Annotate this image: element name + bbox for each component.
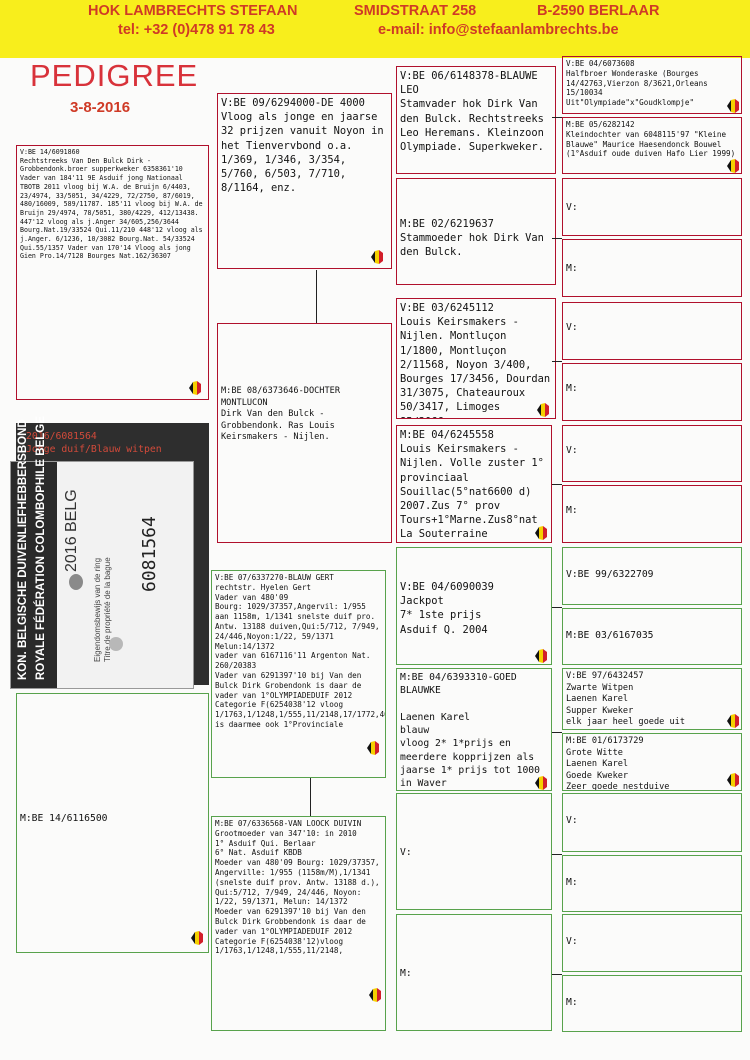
belgium-flag-icon bbox=[537, 403, 549, 417]
g4-fmf-mother: M: bbox=[562, 363, 742, 421]
breeder-name: HOK LAMBRECHTS STEFAAN bbox=[88, 3, 298, 19]
belgium-flag-icon bbox=[727, 773, 739, 787]
belgium-flag-icon bbox=[727, 714, 739, 728]
card-stripe bbox=[11, 462, 57, 688]
header-banner: HOK LAMBRECHTS STEFAAN SMIDSTRAAT 258 B-… bbox=[0, 0, 750, 58]
card-federation-nl: KON. BELGISCHE DUIVENLIEFHEBBERSBOND bbox=[17, 419, 29, 680]
mmf-box: V: bbox=[396, 793, 552, 910]
bracket-tick bbox=[552, 732, 562, 733]
subject-description: Jonge duif/Blauw witpen bbox=[26, 444, 162, 455]
g4-fff-father: V:BE 04/6073608 Halfbroer Wonderaske (Bo… bbox=[562, 56, 742, 114]
bracket-tick bbox=[552, 854, 562, 855]
breeder-street: SMIDSTRAAT 258 bbox=[354, 3, 477, 19]
mf-box: V:BE 07/6337270-BLAUW GERT rechtstr. Hye… bbox=[211, 570, 386, 778]
bracket-tick bbox=[552, 974, 562, 975]
mf-mm-connector bbox=[310, 778, 311, 816]
g4-fff-mother: M:BE 05/6282142 Kleindochter van 6048115… bbox=[562, 117, 742, 174]
mff-box: V:BE 04/6090039 Jackpot 7* 1ste prijs As… bbox=[396, 547, 552, 665]
g4-mff-father: V:BE 99/6322709 bbox=[562, 547, 742, 605]
breeder-phone: tel: +32 (0)478 91 78 43 bbox=[118, 22, 275, 38]
page-title: PEDIGREE bbox=[30, 58, 199, 93]
card-small-nl: Eigendomsbewijs van de ring bbox=[93, 557, 102, 662]
card-ring-number: 6081564 bbox=[139, 516, 160, 592]
fff-box: V:BE 06/6148378-BLAUWE LEO Stamvader hok… bbox=[396, 66, 556, 174]
breeder-email: e-mail: info@stefaanlambrechts.be bbox=[378, 22, 619, 38]
belgium-flag-icon bbox=[727, 159, 739, 173]
g4-fmm-mother: M: bbox=[562, 485, 742, 543]
g4-mmf-father: V: bbox=[562, 793, 742, 852]
card-federation-fr: ROYALE FÉDÉRATION COLOMBOPHILE BELGE bbox=[35, 416, 47, 680]
g4-mff-mother: M:BE 03/6167035 bbox=[562, 608, 742, 665]
belgium-flag-icon bbox=[535, 526, 547, 540]
fmm-box: M:BE 04/6245558 Louis Keirsmakers - Nijl… bbox=[396, 425, 552, 543]
breeder-city: B-2590 BERLAAR bbox=[537, 3, 660, 19]
fm-box: M:BE 08/6373646-DOCHTER MONTLUCON Dirk V… bbox=[217, 323, 392, 543]
g4-ffm-father: V: bbox=[562, 178, 742, 236]
bracket-tick bbox=[552, 238, 562, 239]
mother-box: M:BE 14/6116500 bbox=[16, 693, 209, 953]
pedigree-date: 3-8-2016 bbox=[70, 99, 131, 116]
mm-box: M:BE 07/6336568-VAN LOOCK DUIVIN Grootmo… bbox=[211, 816, 386, 1031]
g4-mfm-father: V:BE 97/6432457 Zwarte Witpen Laenen Kar… bbox=[562, 668, 742, 730]
bracket-tick bbox=[552, 361, 562, 362]
ring-hole-icon bbox=[109, 637, 123, 651]
mmm-box: M: bbox=[396, 914, 552, 1031]
subject-ring-number: 2016/6081564 bbox=[26, 431, 97, 442]
belgium-flag-icon bbox=[727, 99, 739, 113]
ffm-box: M:BE 02/6219637 Stammoeder hok Dirk Van … bbox=[396, 178, 556, 285]
card-country: BELG bbox=[63, 489, 80, 532]
belgium-flag-icon bbox=[191, 931, 203, 945]
belgium-flag-icon bbox=[189, 381, 201, 395]
ring-emblem-icon bbox=[69, 574, 83, 590]
belgium-flag-icon bbox=[369, 988, 381, 1002]
bracket-tick bbox=[552, 607, 562, 608]
belgium-flag-icon bbox=[371, 250, 383, 264]
fmf-box: V:BE 03/6245112 Louis Keirsmakers - Nijl… bbox=[396, 298, 556, 419]
g4-fmf-father: V: bbox=[562, 302, 742, 360]
father-box: V:BE 14/6091860 Rechtstreeks Van Den Bul… bbox=[16, 145, 209, 400]
belgium-flag-icon bbox=[535, 776, 547, 790]
ff-fm-connector bbox=[316, 270, 317, 323]
mfm-box: M:BE 04/6393310-GOED BLAUWKE Laenen Kare… bbox=[396, 668, 552, 791]
g4-mmf-mother: M: bbox=[562, 855, 742, 912]
g4-mmm-father: V: bbox=[562, 914, 742, 972]
g4-ffm-mother: M: bbox=[562, 239, 742, 297]
card-year: 2016 bbox=[63, 536, 80, 572]
ring-ownership-card: KON. BELGISCHE DUIVENLIEFHEBBERSBOND ROY… bbox=[10, 416, 194, 689]
g4-fmm-father: V: bbox=[562, 425, 742, 482]
g4-mfm-mother: M:BE 01/6173729 Grote Witte Laenen Karel… bbox=[562, 733, 742, 791]
ff-box: V:BE 09/6294000-DE 4000 Vloog als jonge … bbox=[217, 93, 392, 269]
g4-mmm-mother: M: bbox=[562, 975, 742, 1032]
bracket-tick bbox=[552, 484, 562, 485]
bracket-tick bbox=[552, 117, 562, 118]
belgium-flag-icon bbox=[367, 741, 379, 755]
belgium-flag-icon bbox=[535, 649, 547, 663]
